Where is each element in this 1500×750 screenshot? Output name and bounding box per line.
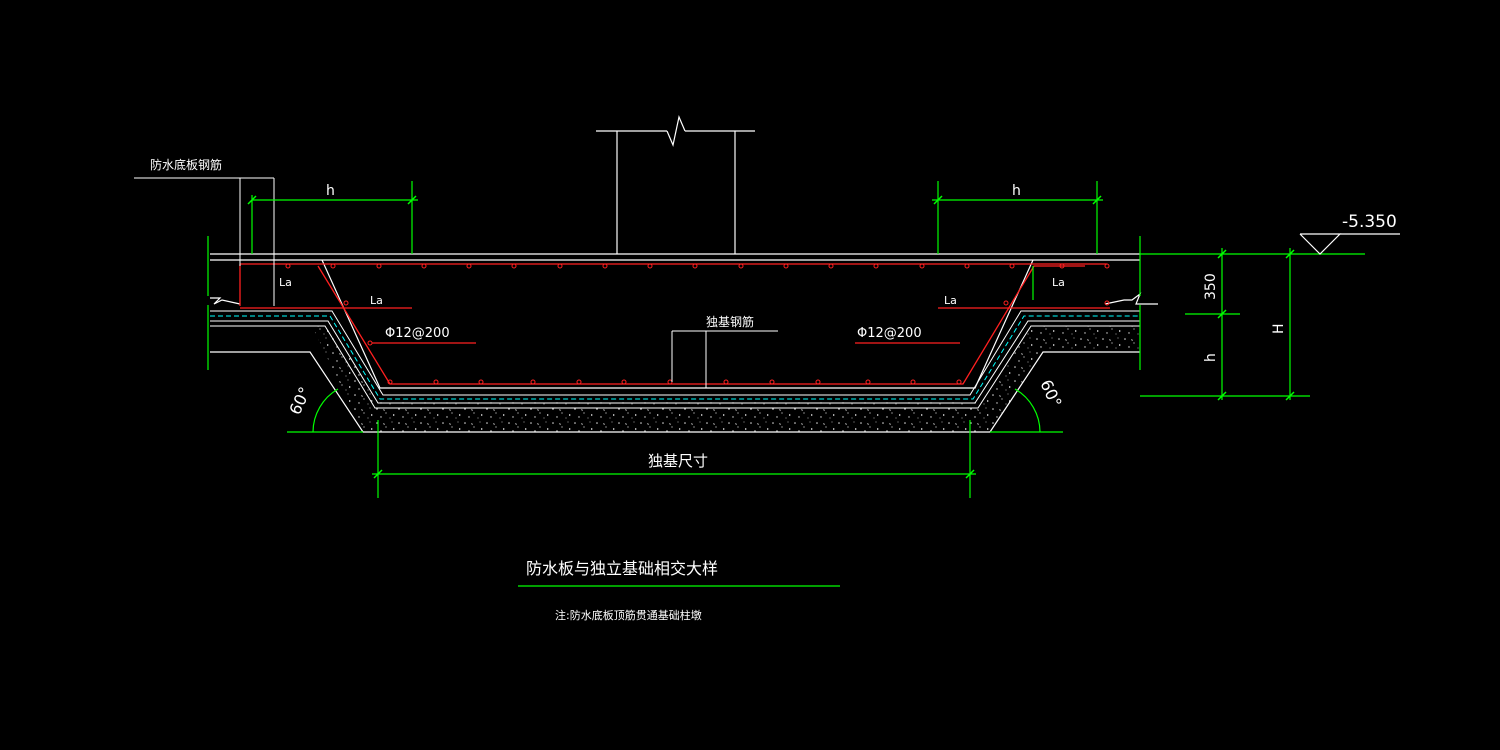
footing-rebar-label: 独基钢筋 (706, 314, 754, 329)
dim-h-right: h (1012, 183, 1021, 199)
blinding-layer (210, 326, 1140, 433)
angle-label-left: 60° (285, 384, 314, 418)
la-label-left-top: La (279, 276, 292, 289)
rebar-lines (239, 263, 1110, 385)
dimension-ticks (247, 195, 1295, 479)
la-label-left-bottom: La (370, 294, 383, 307)
elevation-label: -5.350 (1342, 212, 1397, 232)
leader-lines (134, 177, 778, 388)
rebar-spec-right: Φ12@200 (857, 326, 922, 341)
angle-label-right: 60° (1036, 377, 1065, 411)
la-label-right-top: La (1052, 276, 1065, 289)
dimension-lines (207, 181, 1365, 587)
rebar-dots (285, 263, 1110, 385)
dim-350-label: 350 (1203, 273, 1219, 300)
rebar-spec-left: Φ12@200 (385, 326, 450, 341)
foundation-outline (210, 253, 1158, 305)
la-label-right-bottom: La (944, 294, 957, 307)
drawing-title: 防水板与独立基础相交大样 (526, 559, 718, 578)
waterproof-layers (210, 310, 1140, 409)
footing-size-label: 独基尺寸 (648, 452, 708, 470)
column-stub (596, 115, 755, 254)
dim-h-vertical-label: h (1203, 353, 1219, 362)
pit-outline (321, 259, 1034, 389)
drawing-note: 注:防水底板顶筋贯通基础柱墩 (555, 608, 702, 622)
dim-h-left: h (326, 183, 335, 199)
elevation-marker (1299, 233, 1400, 255)
slab-rebar-label: 防水底板钢筋 (150, 157, 222, 172)
dim-H-label: H (1271, 323, 1287, 334)
